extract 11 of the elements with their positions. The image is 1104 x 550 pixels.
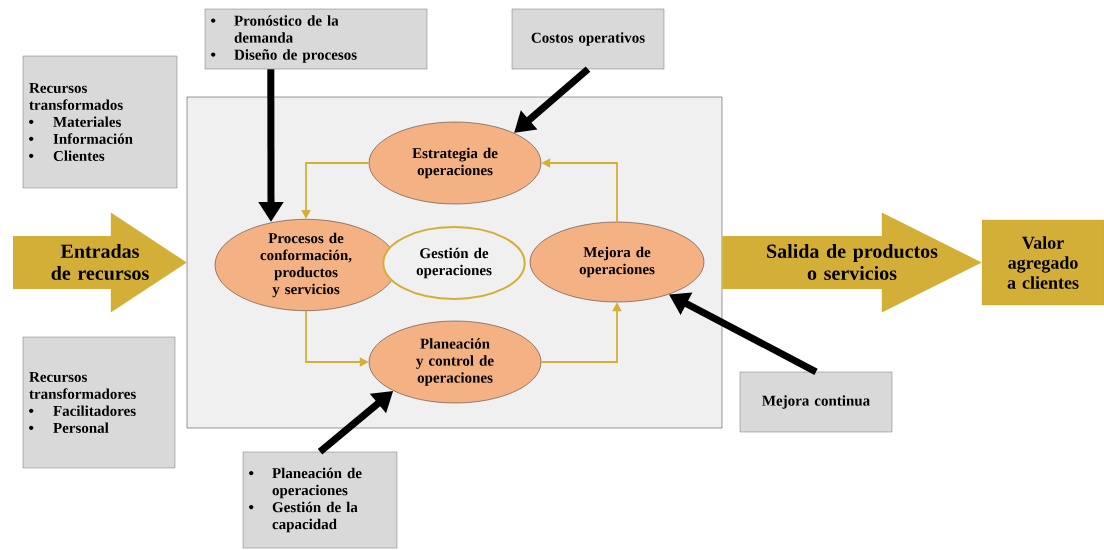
text-box: Recursos transformadores Facilitadores Personal (22, 336, 176, 469)
arrow-label: Salida de productos o servicios (767, 243, 938, 281)
block-arrow (13, 212, 187, 313)
text-box: Planeación de operaciones Gestión de la capacidad (242, 451, 398, 549)
arrow-label: Entradas de recursos (51, 243, 149, 281)
text-box: Costos operativos (511, 8, 665, 70)
text-box: Recursos transformados Materiales Información Clientes (22, 55, 178, 189)
text-box: Pronóstico de la demanda Diseño de procesos (204, 8, 428, 70)
text-box: Mejora continua (739, 371, 893, 433)
block-arrow (722, 212, 982, 313)
result-box: Valor agregado a clientes (981, 219, 1104, 306)
